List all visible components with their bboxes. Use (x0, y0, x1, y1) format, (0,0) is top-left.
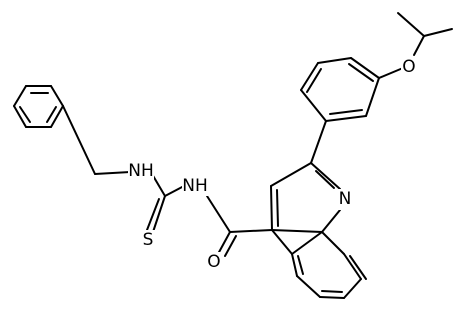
oxygen-ether-text: O (402, 57, 415, 77)
nh-right-label: NH (182, 176, 208, 196)
bond (321, 290, 343, 293)
bond (271, 229, 293, 255)
bond (291, 253, 298, 277)
bond (151, 173, 166, 197)
bond (217, 231, 231, 255)
bond (50, 105, 64, 128)
bond (62, 105, 96, 175)
bond (306, 68, 322, 93)
bond (321, 209, 341, 233)
bond (13, 85, 27, 107)
bond (224, 235, 237, 257)
bond (350, 57, 380, 79)
bond (343, 253, 362, 280)
bond (310, 120, 327, 164)
bond (343, 278, 362, 299)
nh-right-text: NH (182, 176, 208, 196)
bond (152, 195, 166, 233)
bond (291, 231, 323, 255)
oxygen-carbonyl-label: O (206, 252, 222, 272)
bond (321, 231, 345, 255)
nitrogen-ring-label: N (337, 189, 353, 210)
bond (206, 195, 231, 233)
bond (349, 255, 367, 280)
bond (317, 57, 352, 64)
bond (146, 198, 160, 231)
bond (297, 255, 304, 275)
bond (271, 229, 323, 233)
bond (296, 275, 321, 298)
bond (310, 162, 341, 190)
bond (94, 171, 131, 175)
bond (319, 296, 345, 299)
bond (19, 106, 31, 123)
bonds (13, 12, 453, 299)
bond (270, 162, 312, 187)
bond (413, 35, 425, 56)
nh-left-text: NH (128, 161, 154, 181)
bond (423, 28, 453, 37)
bond (300, 89, 327, 122)
bond (378, 67, 404, 79)
bond (315, 170, 335, 189)
bond (50, 85, 64, 107)
bond (270, 185, 273, 231)
nh-left-label: NH (128, 161, 154, 181)
sulfur-text: S (143, 230, 154, 250)
bond (365, 77, 380, 117)
bond (229, 229, 273, 233)
oxygen-ether-label: O (401, 57, 417, 77)
bond (13, 105, 27, 128)
sulfur-label: S (141, 230, 155, 250)
nitrogen-ring-text: N (339, 189, 352, 209)
bond (329, 109, 363, 115)
bond (276, 189, 279, 227)
atom-labels: NH NH S O N O (128, 57, 417, 272)
bond (164, 185, 185, 197)
bond (300, 62, 319, 91)
bond (397, 12, 425, 37)
bond (348, 63, 374, 82)
bond (46, 106, 57, 123)
oxygen-carbonyl-text: O (207, 252, 220, 272)
bond (325, 115, 367, 122)
